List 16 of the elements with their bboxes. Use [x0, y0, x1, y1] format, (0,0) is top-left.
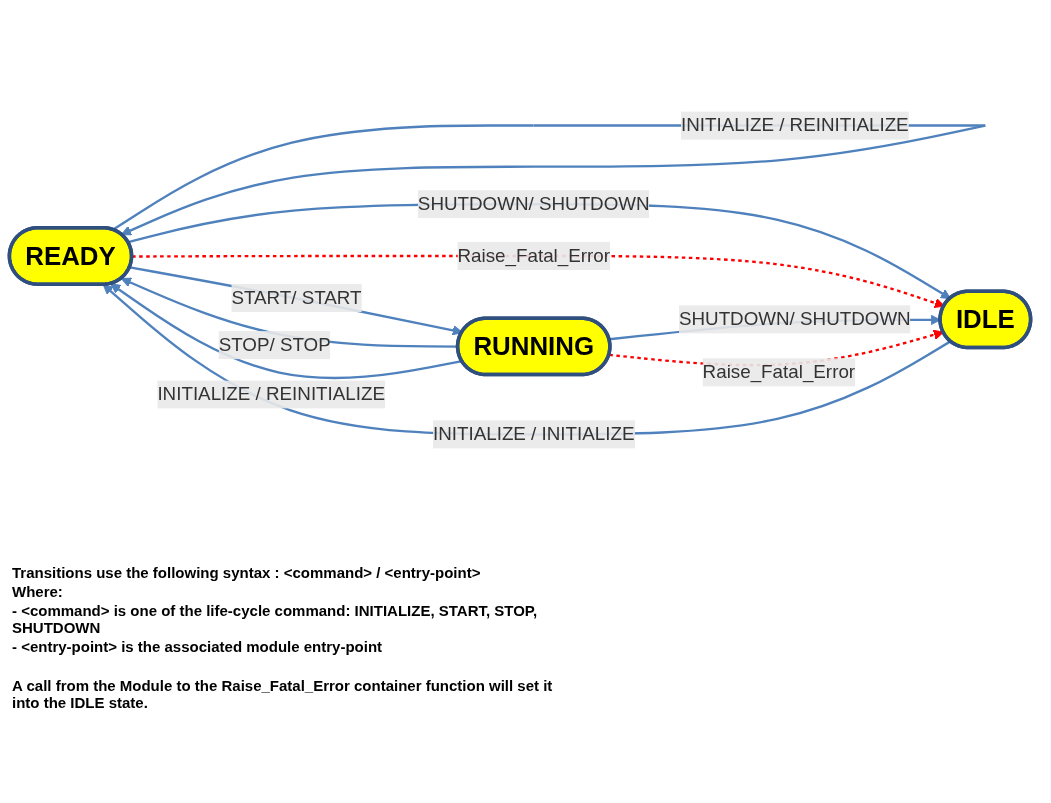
edge-label: SHUTDOWN/ SHUTDOWN — [417, 193, 650, 214]
edge-label: START/ START — [231, 287, 362, 308]
arrow — [129, 266, 463, 336]
edge-label: Raise_Fatal_Error — [702, 361, 856, 382]
edge-label: INITIALIZE / REINITIALIZE — [681, 114, 909, 135]
note-text: - <entry-point> is the associated module entry-point — [12, 638, 384, 655]
note-text: Transitions use the following syntax : <command> / <entry-point> — [12, 564, 482, 581]
edge-label: Raise_Fatal_Error — [457, 245, 610, 266]
edge-label: INITIALIZE / REINITIALIZE — [157, 383, 386, 404]
edge-label: INITIALIZE / INITIALIZE — [432, 423, 635, 444]
note-text: - <command> is one of the life-cycle command: INITIALIZE, START, STOP, SHUTDOWN — [12, 602, 539, 636]
note-text: Where: — [12, 583, 64, 600]
edge-label: STOP/ STOP — [218, 334, 331, 355]
note-text: A call from the Module to the Raise_Fatal_Error container function will set it into the IDLE state. — [12, 677, 554, 711]
arrow — [102, 284, 952, 436]
edge-label: SHUTDOWN/ SHUTDOWN — [678, 308, 911, 329]
